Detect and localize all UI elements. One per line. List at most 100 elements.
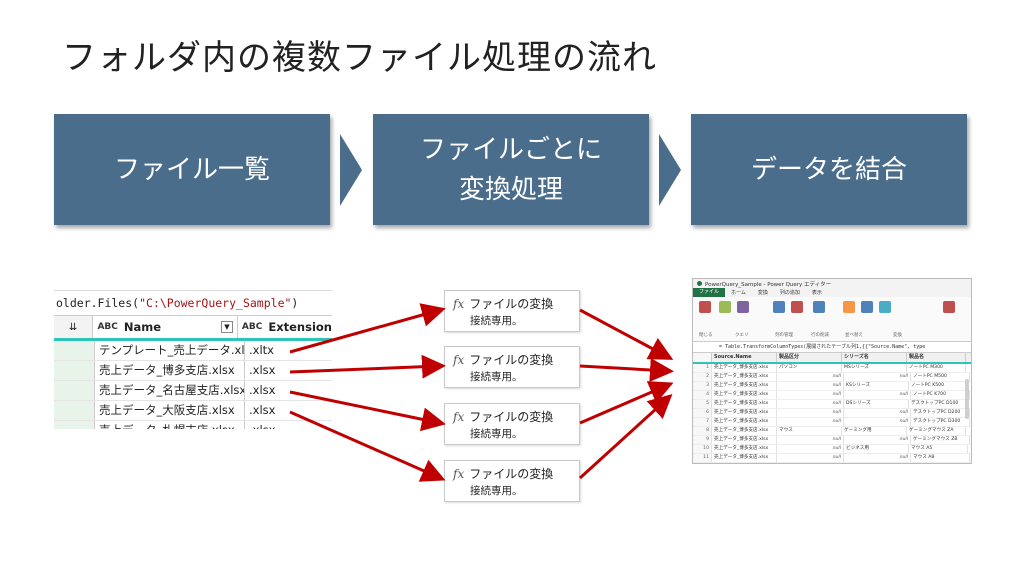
column-header-extension-label: Extension bbox=[268, 320, 332, 334]
product-cell: デスクトップPC D200 bbox=[911, 409, 970, 417]
column-header-extension[interactable]: ABC Extension bbox=[238, 316, 332, 338]
expand-column-icon[interactable]: ⇊ bbox=[54, 316, 94, 338]
row-number: 1 bbox=[693, 364, 712, 372]
table-row[interactable]: 売上データ_大阪支店.xlsx.xlsx bbox=[54, 401, 332, 421]
step-file-list: ファイル一覧 bbox=[54, 114, 330, 225]
series-cell: KSシリーズ bbox=[844, 382, 909, 390]
column-header-name[interactable]: ABC Name ▼ bbox=[93, 316, 238, 338]
merge-queries-icon[interactable] bbox=[943, 301, 955, 313]
row-number: 4 bbox=[693, 391, 712, 399]
group-by-icon[interactable] bbox=[879, 301, 891, 313]
step-transform-each-file: ファイルごとに 変換処理 bbox=[373, 114, 649, 225]
tab-add-column[interactable]: 列の追加 bbox=[779, 290, 800, 296]
editor-grid-header: Source.Name 製品区分 シリーズ名 製品名 bbox=[693, 353, 971, 364]
grid-column-header[interactable]: 製品区分 bbox=[777, 353, 842, 362]
row-selector[interactable] bbox=[54, 381, 95, 400]
category-cell: null bbox=[777, 400, 844, 408]
refresh-preview-icon[interactable] bbox=[719, 301, 731, 313]
category-cell: null bbox=[777, 445, 844, 453]
arrow-transform2-to-combine bbox=[579, 357, 674, 382]
row-selector[interactable] bbox=[54, 341, 95, 360]
table-row[interactable]: 売上データ_札幌支店.xlsx.xlsx bbox=[54, 421, 332, 429]
table-row[interactable]: 12売上データ_博多支店.xlsxキーボードAKシリーズBTキーボード L1 bbox=[693, 463, 971, 464]
source-name-cell: 売上データ_博多支店.xlsx bbox=[712, 391, 777, 399]
row-selector[interactable] bbox=[54, 361, 95, 380]
ribbon-group-label: 列の管理 bbox=[775, 333, 793, 338]
product-cell: ノートPC M500 bbox=[911, 373, 970, 381]
choose-columns-icon[interactable] bbox=[773, 301, 785, 313]
transform-file-query-box[interactable]: fx ファイルの変換 接続専用。 bbox=[444, 460, 580, 502]
tab-file[interactable]: ファイル bbox=[693, 288, 726, 297]
step-combine-label: データを結合 bbox=[750, 154, 907, 185]
fx-icon: fx bbox=[453, 467, 465, 481]
grid-column-header[interactable]: シリーズ名 bbox=[842, 353, 907, 362]
source-name-cell: 売上データ_博多支店.xlsx bbox=[712, 382, 777, 390]
grid-column-header[interactable]: 製品名 bbox=[907, 353, 966, 362]
product-cell: ノートPC K500 bbox=[909, 382, 968, 390]
row-number: 8 bbox=[693, 427, 712, 435]
category-cell: キーボード bbox=[777, 463, 842, 464]
remove-columns-icon[interactable] bbox=[791, 301, 803, 313]
filter-dropdown-icon[interactable]: ▼ bbox=[220, 321, 233, 333]
row-selector[interactable] bbox=[54, 421, 95, 429]
extension-cell: .xltx bbox=[249, 343, 274, 357]
row-number: 5 bbox=[693, 400, 712, 408]
query-status: 接続専用。 bbox=[470, 371, 523, 383]
split-column-icon[interactable] bbox=[861, 301, 873, 313]
query-name: ファイルの変換 bbox=[469, 467, 554, 481]
product-cell: ゲーミングマウス ZA bbox=[907, 427, 966, 435]
row-selector[interactable] bbox=[54, 401, 95, 420]
formula-path: "C:\PowerQuery_Sample" bbox=[139, 296, 292, 310]
properties-icon[interactable] bbox=[737, 301, 749, 313]
file-name-cell: テンプレート_売上データ.xltx bbox=[95, 341, 245, 360]
row-number: 11 bbox=[693, 454, 712, 462]
category-cell: null bbox=[777, 454, 844, 462]
source-name-cell: 売上データ_博多支店.xlsx bbox=[712, 400, 777, 408]
source-name-cell: 売上データ_博多支店.xlsx bbox=[712, 409, 777, 417]
extension-cell: .xlsx bbox=[249, 363, 276, 377]
category-cell: null bbox=[777, 409, 844, 417]
fx-icon: fx bbox=[453, 353, 465, 367]
tab-home[interactable]: ホーム bbox=[731, 290, 746, 296]
sort-icon[interactable] bbox=[843, 301, 855, 313]
close-apply-icon[interactable] bbox=[699, 301, 711, 313]
grid-column-header[interactable]: Source.Name bbox=[712, 353, 777, 362]
tab-view[interactable]: 表示 bbox=[811, 290, 822, 296]
table-row[interactable]: テンプレート_売上データ.xltx .xltx bbox=[54, 341, 332, 361]
product-cell: ゲーミングマウス ZB bbox=[911, 436, 970, 444]
editor-formula-bar[interactable]: = Table.TransformColumnTypes(展開されたテーブル列1… bbox=[693, 342, 971, 353]
row-number: 7 bbox=[693, 418, 712, 426]
fx-icon: fx bbox=[453, 297, 465, 311]
series-cell: null bbox=[844, 418, 911, 426]
row-number-header bbox=[693, 353, 712, 362]
vertical-scrollbar[interactable] bbox=[965, 379, 969, 419]
keep-rows-icon[interactable] bbox=[813, 301, 825, 313]
series-cell: AKシリーズ bbox=[842, 463, 907, 464]
table-row[interactable]: 売上データ_名古屋支店.xlsx.xlsx bbox=[54, 381, 332, 401]
series-cell: null bbox=[844, 373, 911, 381]
query-status: 接続専用。 bbox=[470, 485, 523, 497]
table-row[interactable]: 売上データ_博多支店.xlsx.xlsx bbox=[54, 361, 332, 381]
formula-suffix: ) bbox=[291, 296, 299, 310]
series-cell: null bbox=[844, 454, 911, 462]
query-name: ファイルの変換 bbox=[469, 410, 554, 424]
row-number: 12 bbox=[693, 463, 712, 464]
category-cell: null bbox=[777, 373, 844, 381]
tab-transform[interactable]: 変換 bbox=[757, 290, 768, 296]
arrow-transform4-to-combine bbox=[578, 393, 673, 480]
ribbon-group-label: 行の削減 bbox=[811, 333, 829, 338]
